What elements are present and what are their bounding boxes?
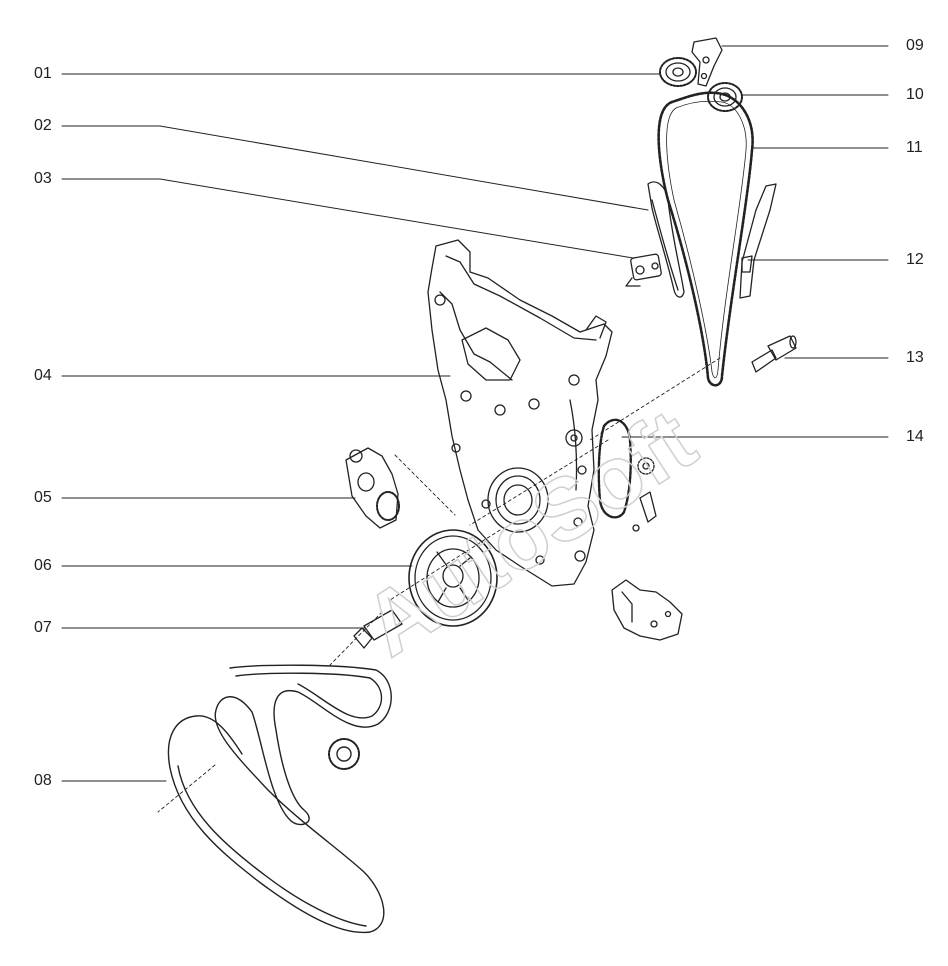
watermark: AutoSoft — [346, 389, 713, 676]
chain-guide-12 — [739, 183, 777, 299]
timing-chain-11 — [657, 91, 754, 387]
callout-13: 13 — [906, 349, 924, 366]
crank-bolt-07 — [353, 609, 403, 649]
chain-guide-02 — [647, 181, 685, 298]
tensioner-bracket-09 — [691, 37, 723, 87]
bolt-13 — [751, 335, 797, 373]
callout-14: 14 — [906, 428, 924, 445]
drive-belt-08 — [167, 664, 392, 934]
watermark-text: AutoSoft — [346, 390, 711, 675]
leader-lines — [61, 45, 889, 782]
callout-11: 11 — [906, 139, 923, 156]
camshaft-sprocket-10 — [707, 82, 743, 112]
callout-04: 04 — [34, 367, 52, 384]
timing-cover-04 — [427, 239, 613, 587]
oil-pump-chain-14 — [597, 418, 657, 532]
callout-02: 02 — [34, 117, 52, 134]
callout-06: 06 — [34, 557, 52, 574]
crankshaft-pulley-06 — [408, 529, 498, 627]
callout-09: 09 — [906, 37, 924, 54]
callout-07: 07 — [34, 619, 52, 636]
callout-08: 08 — [34, 772, 52, 789]
chain-tensioner-03 — [625, 253, 662, 287]
callout-10: 10 — [906, 86, 924, 103]
callout-01: 01 — [34, 65, 52, 82]
callout-05: 05 — [34, 489, 52, 506]
callout-12: 12 — [906, 251, 924, 268]
lower-bracket — [611, 579, 683, 641]
callout-03: 03 — [34, 170, 52, 187]
camshaft-sprocket-01 — [659, 57, 697, 87]
belt-tensioner-05 — [345, 447, 400, 529]
